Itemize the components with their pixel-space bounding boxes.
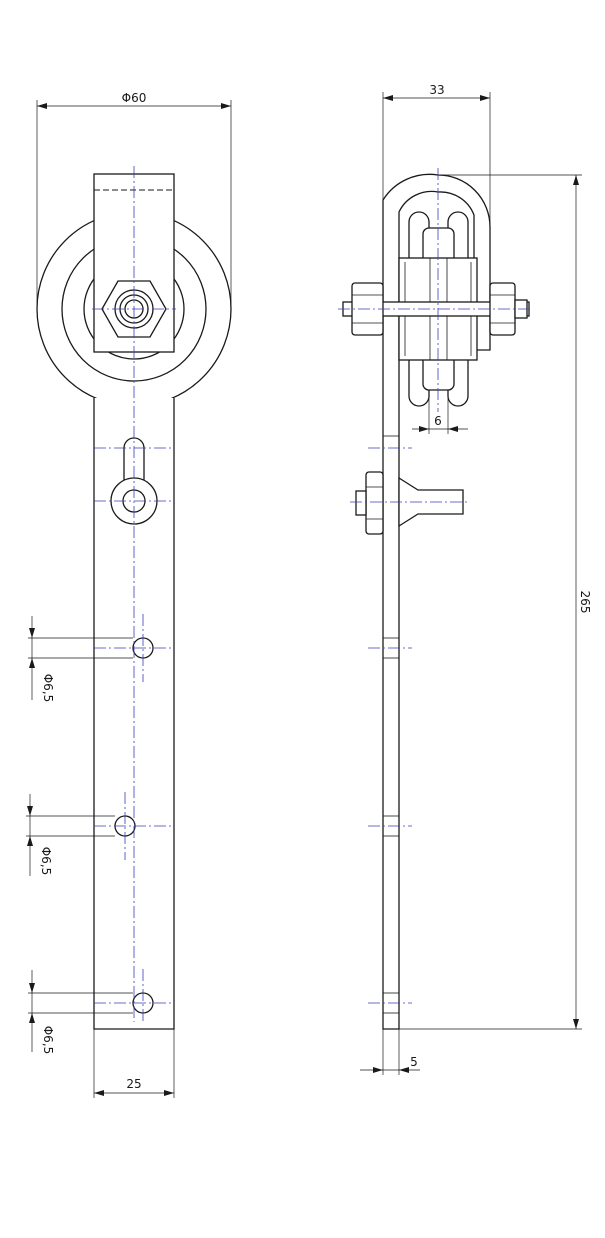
hole-1-arrow-bottom (29, 658, 35, 668)
dim-diameter-arrow-right (221, 103, 231, 109)
dim-265-arrow-bottom (573, 1019, 579, 1029)
anti-jump-stopper-slot (123, 437, 145, 481)
front-view (36, 166, 232, 1030)
dim-wheel-diameter-label: Φ60 (122, 91, 147, 105)
dim-33-arrow-right (480, 95, 490, 101)
dim-side-width-label: 33 (429, 83, 444, 97)
dim-width-arrow-right (164, 1090, 174, 1096)
side-dimensions: 33 6 265 5 (360, 83, 592, 1075)
dim-groove-arrow-left (419, 426, 429, 432)
hole-2-arrow-top (27, 806, 33, 816)
stopper-nut-side (365, 471, 384, 535)
hole-3-arrow-bottom (29, 1013, 35, 1023)
front-dimensions: Φ60 Φ6,5 Φ6,5 Φ6,5 25 (26, 91, 232, 1098)
dim-33-arrow-left (383, 95, 393, 101)
dim-groove-arrow-right (448, 426, 458, 432)
dim-total-height-label: 265 (578, 591, 592, 614)
dim-diameter-arrow-left (37, 103, 47, 109)
stopper-bolt-tip (355, 490, 367, 516)
side-view (338, 168, 532, 1030)
dim-thickness-arrow-right (399, 1067, 409, 1073)
dim-width-arrow-left (94, 1090, 104, 1096)
dim-strap-width-label: 25 (126, 1077, 141, 1091)
hole-1-arrow-top (29, 628, 35, 638)
hole-2-arrow-bottom (27, 836, 33, 846)
hole-3-arrow-top (29, 983, 35, 993)
dim-hole-1-label: Φ6,5 (41, 674, 55, 703)
dim-groove-width-label: 6 (434, 414, 442, 428)
dim-strap-thickness-label: 5 (410, 1055, 418, 1069)
dim-hole-2-label: Φ6,5 (39, 847, 53, 876)
dim-hole-3-label: Φ6,5 (41, 1026, 55, 1055)
dim-265-arrow-top (573, 175, 579, 185)
dim-thickness-arrow-left (373, 1067, 383, 1073)
